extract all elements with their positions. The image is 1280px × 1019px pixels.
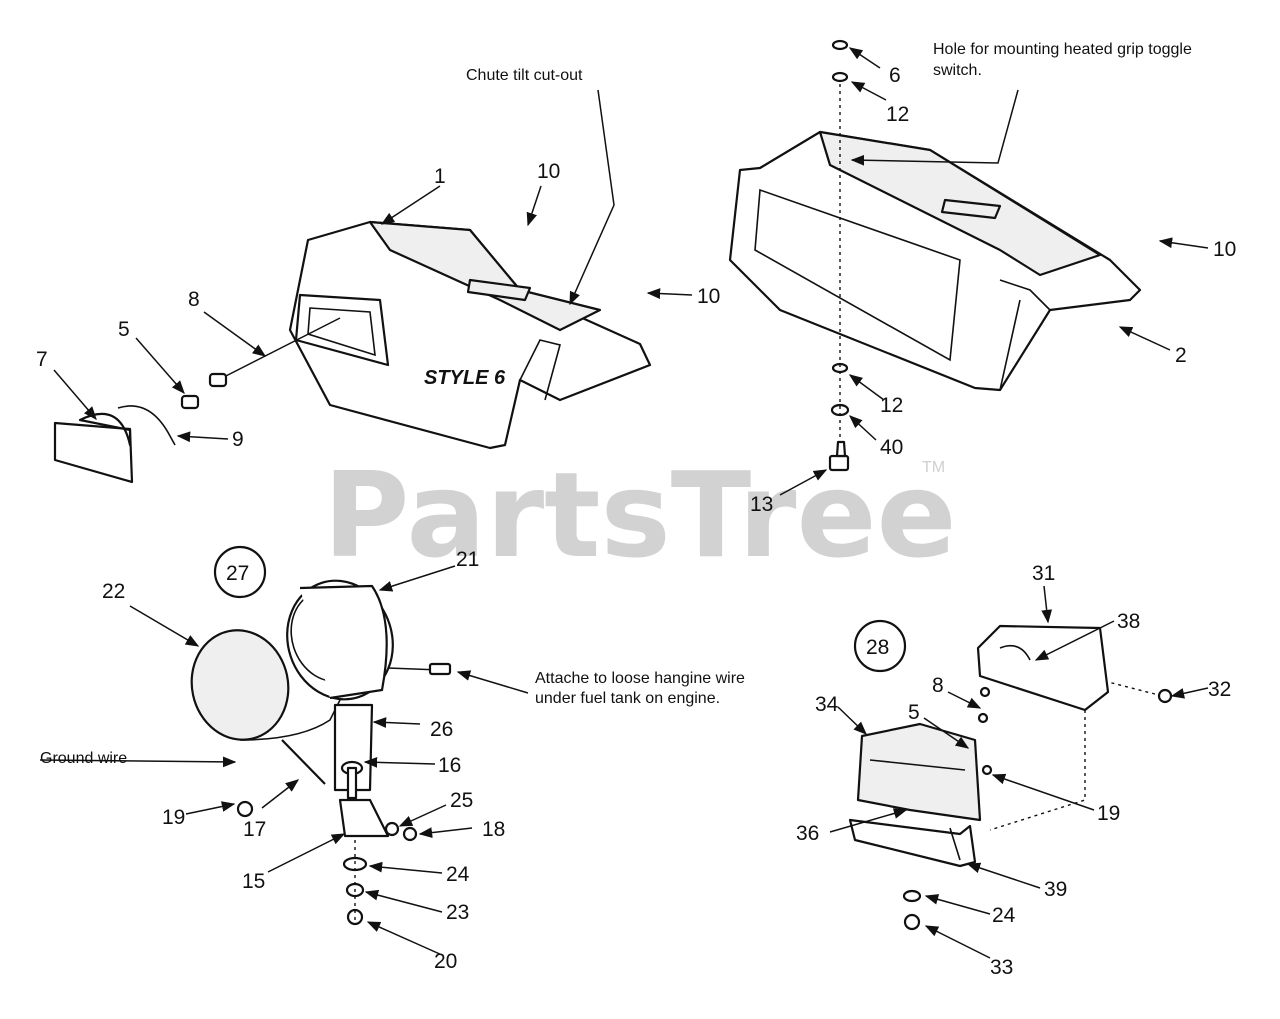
callout-label: 21 [456, 548, 479, 571]
watermark-trademark: TM [922, 459, 945, 476]
note-chute-tilt: Chute tilt cut-out [466, 67, 583, 84]
kit-number-28: 28 [866, 636, 889, 659]
dash-panel-alternate [728, 39, 1142, 472]
callout-label: 23 [446, 901, 469, 924]
callout-label: 25 [450, 789, 473, 812]
callout-label: 12 [886, 103, 909, 126]
kit-number-27: 27 [226, 562, 249, 585]
note-attach-line2: under fuel tank on engine. [535, 690, 720, 707]
callout-label: 8 [932, 674, 944, 697]
callout-label: 22 [102, 580, 125, 603]
light-shroud-kit-28: 28 [848, 619, 1173, 931]
style-label: STYLE 6 [424, 367, 506, 389]
callout-label: 38 [1117, 610, 1140, 633]
callout-label: 40 [880, 436, 903, 459]
note-hole-line1: Hole for mounting heated grip toggle [933, 41, 1192, 58]
diagram-notes: Chute tilt cut-out Hole for mounting hea… [40, 41, 1192, 767]
parts-tree-watermark: PartsTree TM [323, 446, 957, 584]
callout-label: 10 [537, 160, 560, 183]
callout-label: 8 [188, 288, 200, 311]
callout-label: 10 [1213, 238, 1236, 261]
callout-label: 7 [36, 348, 48, 371]
callout-label: 13 [750, 493, 773, 516]
callout-label: 17 [243, 818, 266, 841]
callout-label: 33 [990, 956, 1013, 979]
dash-panel-style6: STYLE 6 [53, 220, 652, 484]
callout-label: 31 [1032, 562, 1055, 585]
callout-label: 36 [796, 822, 819, 845]
leader-lines [39, 47, 1209, 959]
callout-label: 24 [446, 863, 470, 886]
note-attach-line1: Attache to loose hangine wire [535, 670, 745, 687]
callout-label: 32 [1208, 678, 1231, 701]
note-ground-wire: Ground wire [40, 750, 127, 767]
callout-label: 16 [438, 754, 461, 777]
callout-label: 34 [815, 693, 839, 716]
callout-label: 9 [232, 428, 244, 451]
callout-label: 24 [992, 904, 1016, 927]
callout-label: 18 [482, 818, 505, 841]
note-hole-line2: switch. [933, 62, 982, 79]
callout-label: 5 [908, 701, 920, 724]
callout-label: 26 [430, 718, 453, 741]
callout-label: 19 [162, 806, 185, 829]
callout-label: 19 [1097, 802, 1120, 825]
callout-label: 20 [434, 950, 457, 973]
watermark-brand: PartsTree [323, 446, 957, 584]
work-light-kit-27: 27 [190, 545, 452, 926]
callout-label: 39 [1044, 878, 1067, 901]
callout-label: 6 [889, 64, 901, 87]
callout-label: 5 [118, 318, 130, 341]
callout-label: 2 [1175, 344, 1187, 367]
callout-label: 10 [697, 285, 720, 308]
callout-label: 1 [434, 165, 446, 188]
callout-label: 15 [242, 870, 265, 893]
callout-numbers: 1 10 10 8 5 7 9 6 12 10 2 12 40 13 22 21… [36, 64, 1236, 979]
callout-label: 12 [880, 394, 903, 417]
